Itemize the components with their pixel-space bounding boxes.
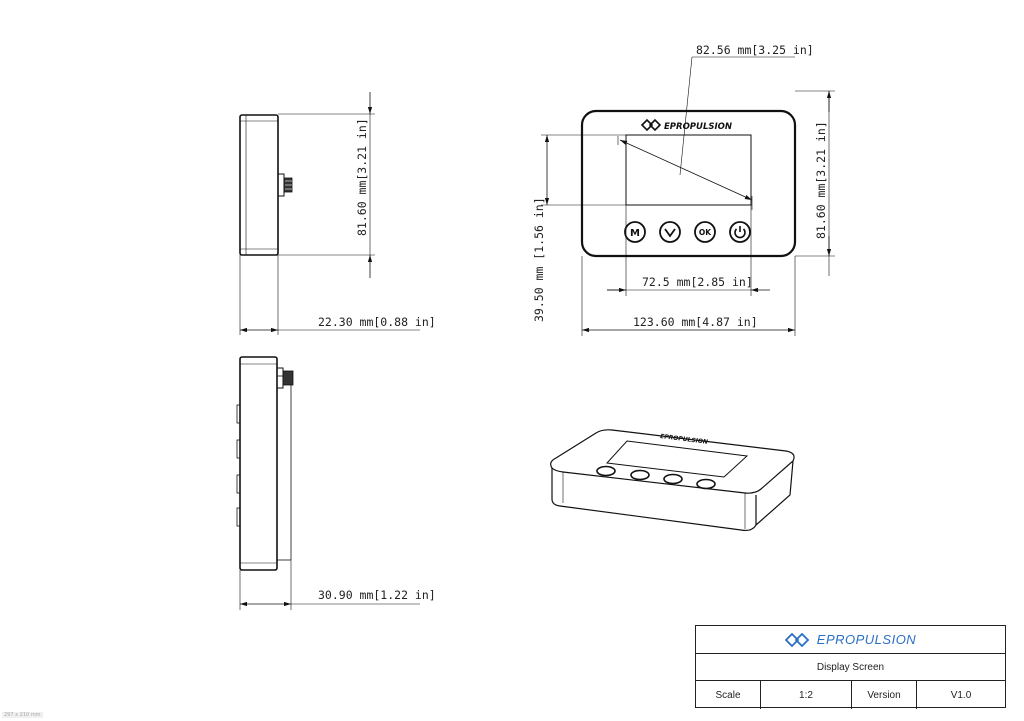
front-width-dim-label: 123.60 mm[4.87 in] [633, 315, 758, 329]
front-buttons: M OK [624, 221, 751, 243]
connector-icon [276, 367, 294, 389]
title-block-logo-row: EPROPULSION [696, 626, 1005, 653]
isometric-view [550, 429, 795, 532]
side-view-bottom [236, 356, 420, 610]
front-height-dim-label: 81.60 mm[3.21 in] [814, 121, 828, 239]
side2-depth-dim-label: 30.90 mm[1.22 in] [318, 588, 436, 602]
epropulsion-logo-icon [784, 632, 810, 647]
side-view-top [239, 92, 420, 335]
side-depth-dim-label: 22.30 mm[0.88 in] [318, 315, 436, 329]
sheet-size-label: 297 x 210 mm [2, 712, 43, 718]
title-block-title: Display Screen [696, 653, 1005, 681]
front-view [580, 109, 797, 258]
front-screen-width-dim-label: 72.5 mm[2.85 in] [642, 275, 753, 289]
menu-button: M [624, 221, 646, 243]
front-logo: EPROPULSION [640, 118, 732, 132]
front-screen-height-dim-label: 39.50 mm [1.56 in] [532, 197, 546, 322]
version-value: V1.0 [916, 681, 1005, 709]
scale-label: Scale [715, 689, 741, 701]
side-height-dim-label: 81.60 mm[3.21 in] [355, 118, 369, 236]
front-diagonal-dim-label: 82.56 mm[3.25 in] [696, 43, 814, 57]
power-icon [734, 226, 746, 239]
scale-value: 1:2 [760, 681, 851, 709]
title-block: EPROPULSION Display Screen Scale 1:2 Ver… [695, 625, 1006, 709]
ok-button: OK [694, 221, 716, 243]
front-dimensions [541, 56, 835, 336]
version-label: Version [851, 681, 916, 709]
epropulsion-logo-icon [640, 118, 662, 132]
connector-icon [277, 173, 293, 197]
front-brand-text: EPROPULSION [664, 122, 732, 132]
title-block-brand: EPROPULSION [816, 632, 917, 647]
iso-brand-text: EPROPULSION [660, 433, 708, 446]
down-button [659, 221, 681, 243]
drawing-title: Display Screen [816, 662, 885, 673]
svg-text:M: M [630, 228, 640, 239]
power-button [729, 221, 751, 243]
title-block-info-row: Scale 1:2 Version V1.0 [696, 680, 1005, 709]
svg-text:OK: OK [699, 228, 712, 237]
